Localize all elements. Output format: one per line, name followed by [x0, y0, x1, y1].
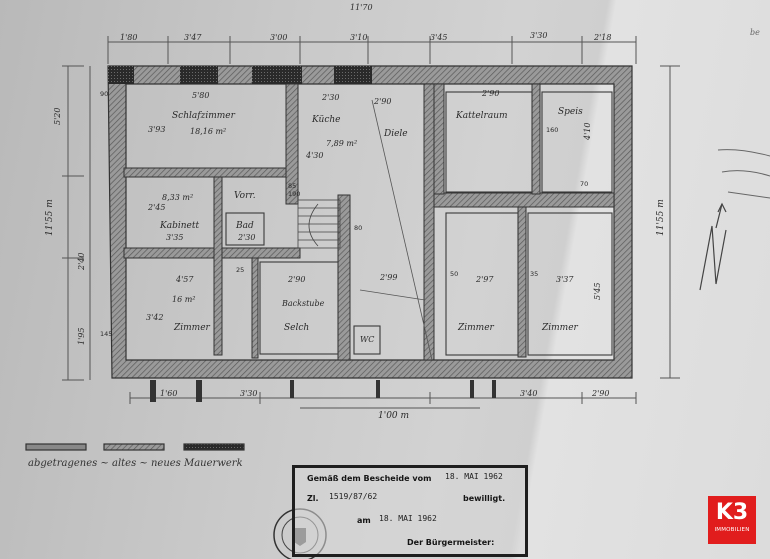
room-vorraum: Vorr.: [234, 191, 256, 201]
stamp-zl-prefix: Zl.: [307, 494, 319, 503]
opening-label: 190: [288, 190, 300, 198]
left-dim-2: 2'40: [77, 253, 86, 271]
room-speis-size: 4'10: [583, 123, 592, 141]
room-schlafzimmer-size: 5'80: [192, 91, 209, 100]
room-kabinett-area: 8,33 m²: [162, 193, 193, 202]
room-zimmer-middle: Zimmer: [457, 323, 495, 333]
room-kabinett-size: 2'45: [147, 203, 165, 212]
room-zimmer-left: Zimmer: [173, 323, 211, 333]
outer-walls: [107, 65, 633, 379]
room-bad-size: 2'30: [237, 233, 255, 242]
corner-note: be: [750, 28, 760, 37]
stamp-date-1: 18. MAI 1962: [445, 472, 503, 481]
room-kabinett: Kabinett: [159, 221, 199, 231]
logo-subtitle: IMMOBILIEN: [714, 527, 750, 533]
room-kueche-extra: 4'30: [305, 151, 323, 160]
room-zimmer-right: Zimmer: [541, 323, 579, 333]
room-zimmer-right-extra: 5'45: [593, 283, 602, 300]
stamp-date-2: 18. MAI 1962: [379, 514, 437, 523]
stamp-buergermeister: Der Bürgermeister:: [407, 538, 495, 547]
bottom-dim-3: 3'40: [520, 389, 537, 398]
opening-label: 80: [354, 224, 362, 232]
opening-label: 160: [546, 126, 558, 134]
stamp-line-1: Gemäß dem Bescheide vom: [307, 474, 432, 483]
room-schlafzimmer-extra: 3'93: [148, 125, 165, 134]
legend-label: abgetragenes ~ altes ~ neues Mauerwerk: [28, 458, 243, 469]
room-schlafzimmer: Schlafzimmer: [172, 111, 236, 121]
room-zimmer-left-area: 16 m²: [172, 295, 196, 304]
top-dim-6: 3'30: [530, 31, 547, 40]
approval-stamp: Gemäß dem Bescheide vom 18. MAI 1962 Zl.…: [292, 465, 528, 557]
room-kabinett-extra: 3'35: [166, 233, 183, 242]
bottom-dim-2: 3'30: [240, 389, 257, 398]
right-dim-total: 11'55 m: [656, 199, 666, 236]
stamp-reference: 1519/87/62: [329, 492, 378, 501]
logo-mark: K3: [715, 500, 749, 525]
k3-logo: K3 IMMOBILIEN: [708, 496, 756, 544]
room-selch-size: 2'90: [287, 275, 305, 284]
left-dim-total: 11'55 m: [45, 199, 55, 236]
room-speis: Speis: [558, 107, 583, 117]
opening-label: 145: [100, 330, 112, 338]
bottom-dim-4: 2'90: [591, 389, 609, 398]
left-dim-3: 1'95: [77, 328, 86, 345]
stamp-bewilligt: bewilligt.: [463, 494, 506, 503]
misc-dimension: 2'99: [379, 273, 397, 282]
top-dim-total: 11'70: [350, 3, 373, 12]
top-dim-1: 1'80: [120, 33, 137, 42]
bottom-total: 1'00 m: [378, 411, 409, 421]
opening-label: 85: [288, 182, 296, 190]
room-selch: Selch: [284, 323, 309, 333]
room-diele: Diele: [383, 129, 408, 139]
room-kattelraum: Kattelraum: [455, 111, 508, 121]
room-kattelraum-size: 2'90: [481, 89, 499, 98]
room-wc: WC: [360, 335, 374, 344]
room-zimmer-left-extra: 3'42: [146, 313, 163, 322]
room-zimmer-middle-size: 2'97: [475, 275, 494, 284]
legend-swatches: [25, 443, 245, 451]
room-kueche-area: 7,89 m²: [326, 139, 357, 148]
room-diele-size: 2'90: [373, 97, 391, 106]
room-zimmer-right-size: 3'37: [556, 275, 574, 284]
top-dim-2: 3'47: [184, 33, 202, 42]
stamp-am-prefix: am: [357, 516, 371, 525]
opening-label: 35: [530, 270, 538, 278]
room-bad: Bad: [235, 221, 254, 231]
room-kueche: Küche: [311, 115, 341, 125]
left-dim-1: 5'20: [53, 108, 62, 125]
opening-label: 50: [450, 270, 458, 278]
opening-label: 25: [236, 266, 244, 274]
bottom-dim-1: 1'60: [160, 389, 177, 398]
room-selch-extra: Backstube: [281, 299, 325, 308]
top-dim-5: 3'45: [430, 33, 447, 42]
room-zimmer-left-size: 4'57: [175, 275, 194, 284]
top-dim-3: 3'00: [270, 33, 287, 42]
top-dim-4: 3'10: [350, 33, 367, 42]
north-arrow-icon: [699, 202, 727, 291]
room-schlafzimmer-area: 18,16 m²: [190, 127, 226, 136]
top-dim-7: 2'18: [593, 33, 611, 42]
room-kueche-size: 2'30: [321, 93, 339, 102]
opening-label: 90: [100, 90, 108, 98]
opening-label: 70: [580, 180, 588, 188]
